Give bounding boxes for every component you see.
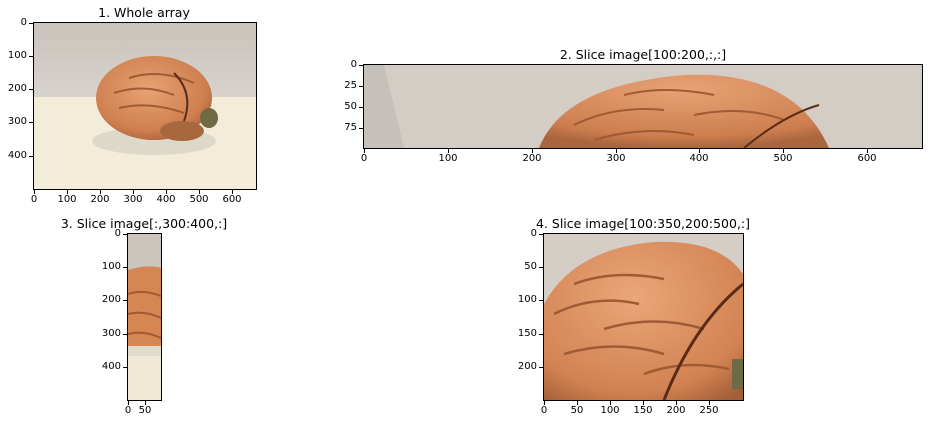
panel-1-xtick: 0	[30, 194, 38, 205]
panel-2-xtick: 300	[606, 153, 626, 164]
panel-1-xtick: 500	[189, 194, 209, 205]
panel-1-ytick: 0	[20, 17, 27, 28]
panel-3-ytick: 0	[114, 228, 121, 239]
panel-3-ytick: 100	[101, 261, 121, 272]
panel-2-xtick: 0	[360, 153, 368, 164]
panel-3-xtick: 0	[124, 405, 132, 416]
panel-1-ytick: 100	[7, 50, 27, 61]
panel-2-xtick: 200	[522, 153, 542, 164]
panel-3-title: 3. Slice image[:,300:400,:]	[60, 216, 228, 231]
panel-1-title: 1. Whole array	[98, 5, 190, 20]
panel-4-xtick: 100	[600, 405, 620, 416]
panel-2-ytick: 75	[344, 122, 357, 133]
panel-1-xtick: 300	[123, 194, 143, 205]
panel-4-ytick: 100	[517, 294, 537, 305]
panel-1-xtick: 400	[156, 194, 176, 205]
panel-4-xtick: 200	[666, 405, 686, 416]
panel-4-ytick: 150	[517, 328, 537, 339]
panel-2-ytick: 25	[344, 80, 357, 91]
panel-2-xtick: 600	[857, 153, 877, 164]
panel-2-ytick: 0	[350, 59, 357, 70]
panel-2-ytick: 50	[344, 101, 357, 112]
panel-4-title: 4. Slice image[100:350,200:500,:]	[535, 216, 751, 231]
panel-4-ytick: 50	[524, 261, 537, 272]
panel-2-xtick: 500	[773, 153, 793, 164]
panel-2-image	[363, 64, 923, 149]
panel-2-xtick: 100	[438, 153, 458, 164]
panel-4-xtick: 50	[570, 405, 584, 416]
panel-2-title: 2. Slice image[100:200,:,:]	[559, 47, 727, 62]
panel-3-ytick: 300	[101, 328, 121, 339]
panel-3-ytick: 200	[101, 294, 121, 305]
panel-4-image	[543, 233, 744, 401]
panel-4-xtick: 0	[540, 405, 548, 416]
panel-1-image	[33, 22, 257, 190]
panel-4-xtick: 150	[633, 405, 653, 416]
panel-1-xtick: 600	[222, 194, 242, 205]
panel-1-xtick: 200	[90, 194, 110, 205]
panel-4-xtick: 250	[699, 405, 719, 416]
panel-3-xtick: 50	[138, 405, 152, 416]
panel-3-ytick: 400	[101, 361, 121, 372]
panel-1-ytick: 200	[7, 83, 27, 94]
panel-4-ytick: 200	[517, 361, 537, 372]
panel-1-xtick: 100	[57, 194, 77, 205]
panel-4-ytick: 0	[530, 228, 537, 239]
panel-2-xtick: 400	[689, 153, 709, 164]
panel-1-ytick: 400	[7, 150, 27, 161]
panel-3-image	[127, 233, 162, 401]
panel-1-ytick: 300	[7, 116, 27, 127]
